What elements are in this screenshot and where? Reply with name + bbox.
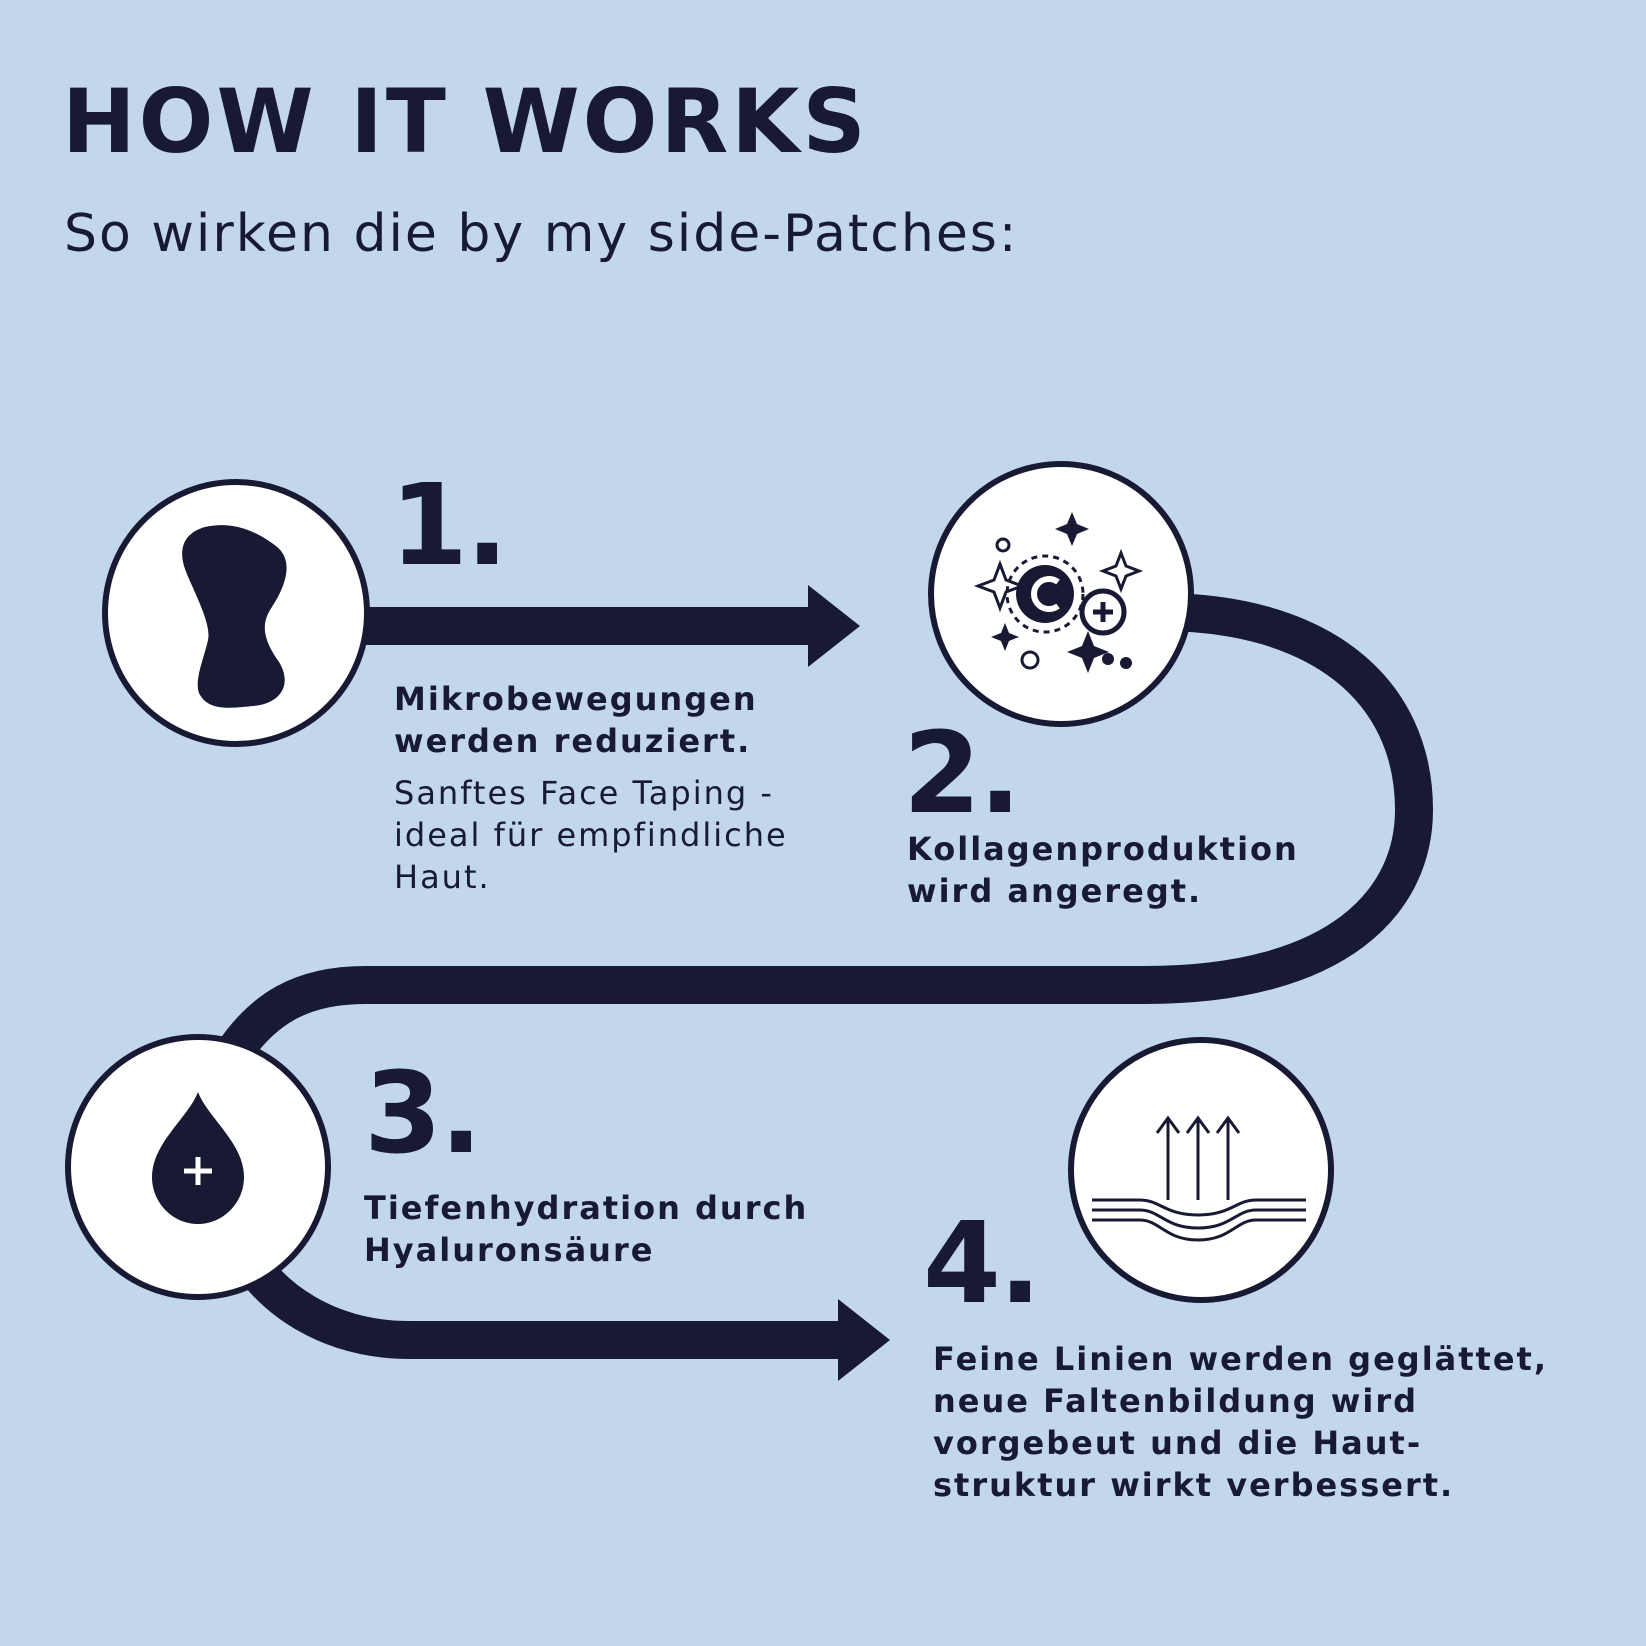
step-3-number: 3. (364, 1049, 482, 1179)
face-tape-patch-icon (182, 525, 287, 708)
step-2-icon-circle (928, 461, 1194, 727)
step-3-title: Tiefenhydration durch Hyaluronsäure (364, 1189, 809, 1269)
step-1-icon-circle (102, 479, 370, 747)
step-4-number: 4. (923, 1199, 1041, 1329)
step-4-title: Feine Linien werden geglättet, neue Falt… (933, 1340, 1548, 1504)
step-2-title: Kollagenproduktion wird angeregt. (907, 830, 1299, 910)
vitamin-c-sparkle-icon (973, 512, 1144, 673)
step-2-number: 2. (903, 709, 1021, 839)
skin-lift-arrows-icon (1092, 1115, 1306, 1242)
step-1-number: 1. (390, 461, 508, 591)
connector-curve-2-3 (216, 593, 1434, 1066)
connector-arrow-1-2 (330, 585, 860, 667)
step-4-icon-circle (1068, 1037, 1334, 1303)
page-subtitle: So wirken die by my side-Patches: (64, 204, 1019, 264)
water-drop-plus-icon (152, 1092, 244, 1224)
page-title: HOW IT WORKS (62, 70, 869, 173)
step-1-description: Sanftes Face Taping - ideal für empfindl… (394, 774, 788, 896)
step-3-icon-circle (65, 1034, 331, 1300)
step-1-title: Mikrobewegungen werden reduziert. (394, 680, 758, 760)
